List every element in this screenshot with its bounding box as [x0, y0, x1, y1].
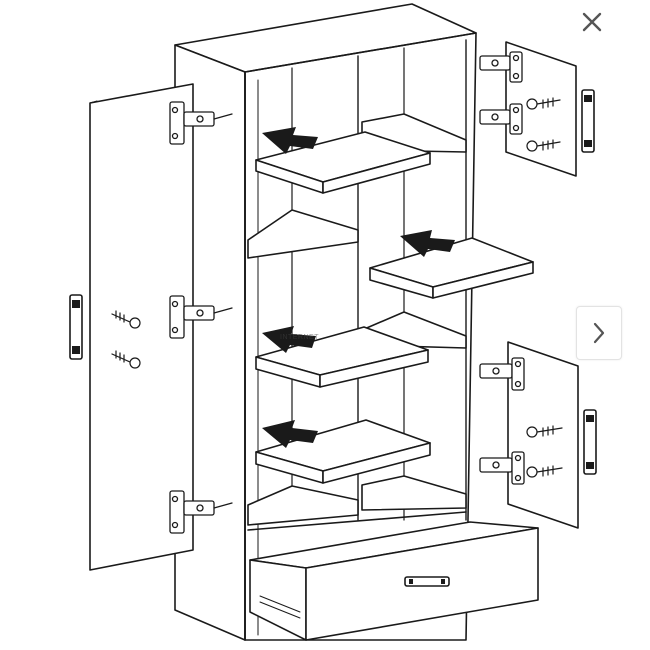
next-image-button[interactable]	[576, 306, 622, 360]
screw-icon	[111, 310, 141, 369]
close-button[interactable]	[574, 4, 610, 40]
right-upper-door-handle	[581, 89, 595, 153]
right-lower-door-handle	[583, 409, 597, 475]
removable-shelf-2	[369, 237, 534, 299]
watermark-text: INTERNET	[280, 334, 319, 341]
screw-icon	[526, 97, 561, 152]
removable-shelf-3	[255, 326, 429, 388]
drawer	[249, 521, 539, 641]
drawer-handle	[404, 576, 450, 587]
insert-arrow-icon	[262, 127, 455, 448]
chevron-right-icon	[593, 322, 605, 344]
removable-shelf-1	[255, 131, 431, 194]
hinge-icon	[479, 51, 523, 135]
removable-shelf-4	[255, 419, 431, 484]
left-door-handle	[69, 294, 83, 360]
close-icon	[582, 12, 602, 32]
left-door	[69, 83, 194, 571]
hinge-icon	[169, 101, 233, 534]
screw-icon	[526, 425, 563, 478]
hinge-icon	[479, 357, 525, 485]
